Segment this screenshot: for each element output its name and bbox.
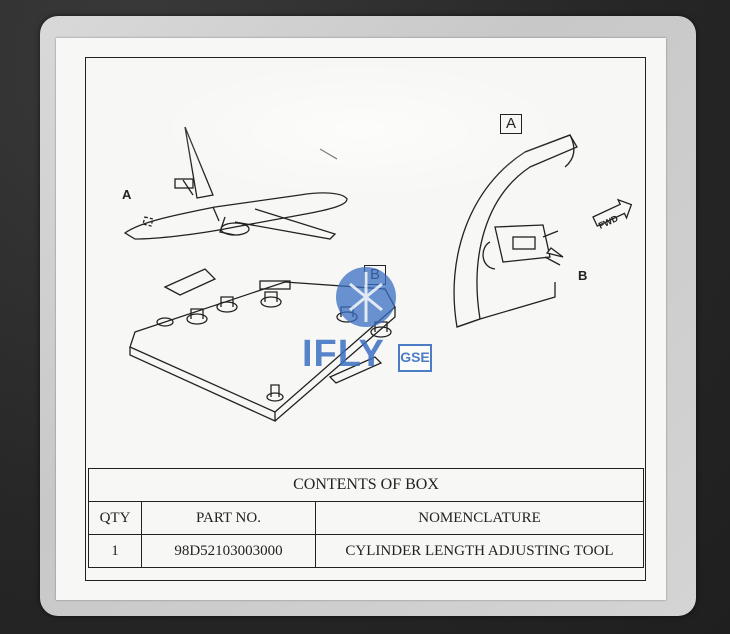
cell-qty: 1: [88, 534, 142, 568]
watermark-suffix: GSE: [398, 344, 432, 372]
header-part-no: PART NO.: [141, 501, 316, 535]
header-nomenclature: NOMENCLATURE: [315, 501, 644, 535]
contents-table: CONTENTS OF BOX QTY PART NO. NOMENCLATUR…: [88, 468, 644, 568]
drawing-frame: [85, 57, 646, 581]
watermark-logo-icon: [336, 267, 396, 327]
technical-illustration: [123, 126, 633, 423]
tool-assembly-drawing: [129, 268, 396, 423]
table-header-row: QTY PART NO. NOMENCLATURE: [88, 501, 644, 535]
table-title: CONTENTS OF BOX: [88, 468, 644, 502]
label-b: B: [578, 268, 588, 283]
table-row: 1 98D52103003000 CYLINDER LENGTH ADJUSTI…: [88, 534, 644, 568]
label-a: A: [122, 187, 132, 202]
cell-part-no: 98D52103003000: [141, 534, 316, 568]
airplane-drawing: [123, 126, 348, 240]
watermark-brand: IFLY: [302, 333, 385, 375]
detail-a-drawing: [453, 134, 578, 328]
callout-a-box: A: [500, 114, 522, 134]
fwd-arrow-drawing: [592, 198, 633, 227]
cell-nomenclature: CYLINDER LENGTH ADJUSTING TOOL: [315, 534, 644, 568]
header-qty: QTY: [88, 501, 142, 535]
